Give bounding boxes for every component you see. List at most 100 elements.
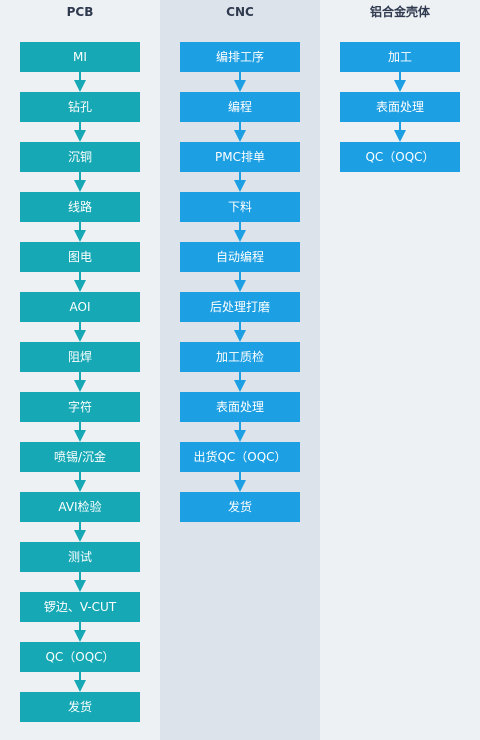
arrow-head (74, 380, 86, 392)
flow-step: 线路 (20, 192, 140, 222)
flow-step: QC（OQC） (340, 142, 460, 172)
arrow-head (74, 230, 86, 242)
flow-arrow-icon (74, 522, 86, 542)
flow-arrow-icon (74, 272, 86, 292)
arrow-shaft (79, 522, 81, 532)
arrow-shaft (79, 272, 81, 282)
arrow-shaft (79, 622, 81, 632)
flow-step: 表面处理 (180, 392, 300, 422)
flow-arrow-icon (234, 272, 246, 292)
flow-arrow-icon (234, 172, 246, 192)
arrow-head (74, 480, 86, 492)
flow-arrow-icon (74, 222, 86, 242)
arrow-head (234, 80, 246, 92)
flow-step: QC（OQC） (20, 642, 140, 672)
arrow-shaft (79, 322, 81, 332)
arrow-shaft (79, 72, 81, 82)
arrow-head (234, 230, 246, 242)
flow-step: AOI (20, 292, 140, 322)
arrow-shaft (239, 372, 241, 382)
flow-step: 沉铜 (20, 142, 140, 172)
arrow-head (234, 430, 246, 442)
flow-step: 加工质检 (180, 342, 300, 372)
column-title-aluminum-shell: 铝合金壳体 (369, 5, 430, 19)
flow-step: 出货QC（OQC） (180, 442, 300, 472)
arrow-head (74, 330, 86, 342)
arrow-shaft (79, 672, 81, 682)
arrow-head (74, 430, 86, 442)
flow-arrow-icon (394, 72, 406, 92)
arrow-head (234, 380, 246, 392)
column-aluminum-shell: 铝合金壳体 加工表面处理 QC（OQC） (320, 0, 480, 740)
column-title-cnc: CNC (226, 5, 254, 19)
flow-step: 发货 (20, 692, 140, 722)
flow-arrow-icon (74, 672, 86, 692)
flow-arrow-icon (234, 472, 246, 492)
arrow-head (234, 330, 246, 342)
arrow-head (74, 280, 86, 292)
flow-step: 编程 (180, 92, 300, 122)
arrow-head (234, 480, 246, 492)
flow-step: 表面处理 (340, 92, 460, 122)
arrow-shaft (239, 122, 241, 132)
flow-step: 编排工序 (180, 42, 300, 72)
arrow-head (74, 630, 86, 642)
flow-arrow-icon (394, 122, 406, 142)
arrow-head (394, 80, 406, 92)
flow-arrow-icon (74, 572, 86, 592)
column-cnc: CNC 编排工序编程 PMC排单下料自动编程后处理打磨加工质检表面处理出货QC（O… (160, 0, 320, 740)
flow-arrow-icon (234, 372, 246, 392)
arrow-head (74, 130, 86, 142)
arrow-shaft (239, 172, 241, 182)
flow-step: 字符 (20, 392, 140, 422)
flow-arrow-icon (234, 122, 246, 142)
flow-step: 喷锡/沉金 (20, 442, 140, 472)
arrow-head (74, 680, 86, 692)
flow-step: 钻孔 (20, 92, 140, 122)
arrow-shaft (239, 72, 241, 82)
arrow-head (234, 130, 246, 142)
arrow-shaft (79, 472, 81, 482)
flow-arrow-icon (74, 172, 86, 192)
arrow-shaft (239, 422, 241, 432)
arrow-shaft (239, 222, 241, 232)
arrow-shaft (79, 422, 81, 432)
flow-step: 下料 (180, 192, 300, 222)
flow-step: 后处理打磨 (180, 292, 300, 322)
flow-arrow-icon (74, 322, 86, 342)
flow-step: MI (20, 42, 140, 72)
arrow-shaft (239, 322, 241, 332)
arrow-head (74, 530, 86, 542)
flow-arrow-icon (234, 322, 246, 342)
arrow-shaft (239, 472, 241, 482)
flow-arrow-icon (74, 422, 86, 442)
arrow-head (234, 180, 246, 192)
arrow-shaft (399, 72, 401, 82)
flow-step: 锣边、V-CUT (20, 592, 140, 622)
arrow-head (74, 180, 86, 192)
arrow-head (394, 130, 406, 142)
flow-arrow-icon (74, 72, 86, 92)
flow-arrow-icon (74, 472, 86, 492)
flow-step: 图电 (20, 242, 140, 272)
flow-arrow-icon (74, 622, 86, 642)
flow-step: 自动编程 (180, 242, 300, 272)
arrow-shaft (399, 122, 401, 132)
arrow-shaft (79, 172, 81, 182)
arrow-head (74, 580, 86, 592)
flow-step: 测试 (20, 542, 140, 572)
arrow-shaft (79, 122, 81, 132)
arrow-shaft (79, 372, 81, 382)
column-title-pcb: PCB (66, 5, 94, 19)
arrow-head (234, 280, 246, 292)
flow-step: 加工 (340, 42, 460, 72)
flow-step: PMC排单 (180, 142, 300, 172)
flow-step: 发货 (180, 492, 300, 522)
flow-step: AVI检验 (20, 492, 140, 522)
flow-arrow-icon (234, 222, 246, 242)
flow-arrow-icon (234, 422, 246, 442)
arrow-shaft (79, 572, 81, 582)
flow-arrow-icon (74, 122, 86, 142)
flow-step: 阻焊 (20, 342, 140, 372)
column-pcb: PCB MI 钻孔沉铜线路图电 AOI 阻焊字符喷锡/沉金 AVI检验测试锣边、V-CU… (0, 0, 160, 740)
